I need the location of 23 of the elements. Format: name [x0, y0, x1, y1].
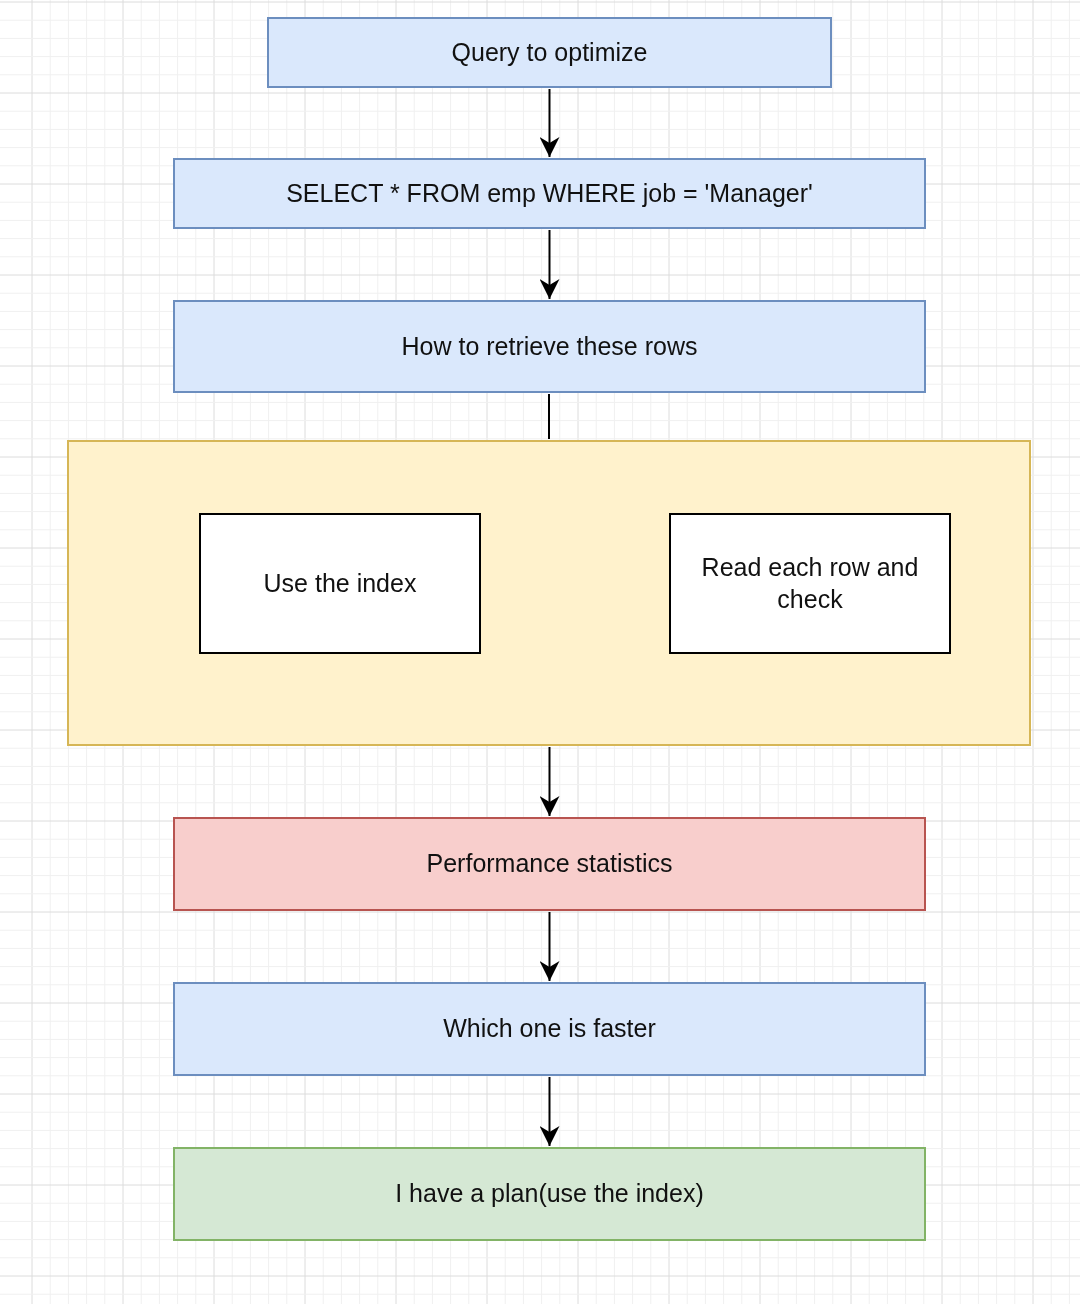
box-label: Use the index	[262, 567, 418, 599]
arrow	[539, 1076, 560, 1147]
process-box	[669, 513, 951, 654]
arrow	[539, 229, 560, 300]
box-label: Read each row and check	[700, 552, 920, 615]
arrow	[539, 911, 560, 982]
group-panel	[67, 440, 1031, 746]
box-label: I have a plan(use the index)	[394, 1178, 705, 1210]
box-label: Performance statistics	[425, 848, 674, 880]
process-box	[173, 982, 926, 1076]
process-box	[267, 17, 832, 88]
process-box	[173, 817, 926, 911]
box-label: Query to optimize	[450, 36, 649, 68]
process-box	[173, 300, 926, 393]
process-box	[173, 158, 926, 229]
connector-line	[548, 393, 550, 440]
box-label: SELECT * FROM emp WHERE job = 'Manager'	[285, 177, 814, 209]
arrow	[539, 88, 560, 158]
box-label: Which one is faster	[442, 1013, 657, 1045]
process-box	[173, 1147, 926, 1241]
arrow	[539, 746, 560, 817]
process-box	[199, 513, 481, 654]
box-label: How to retrieve these rows	[400, 330, 699, 362]
